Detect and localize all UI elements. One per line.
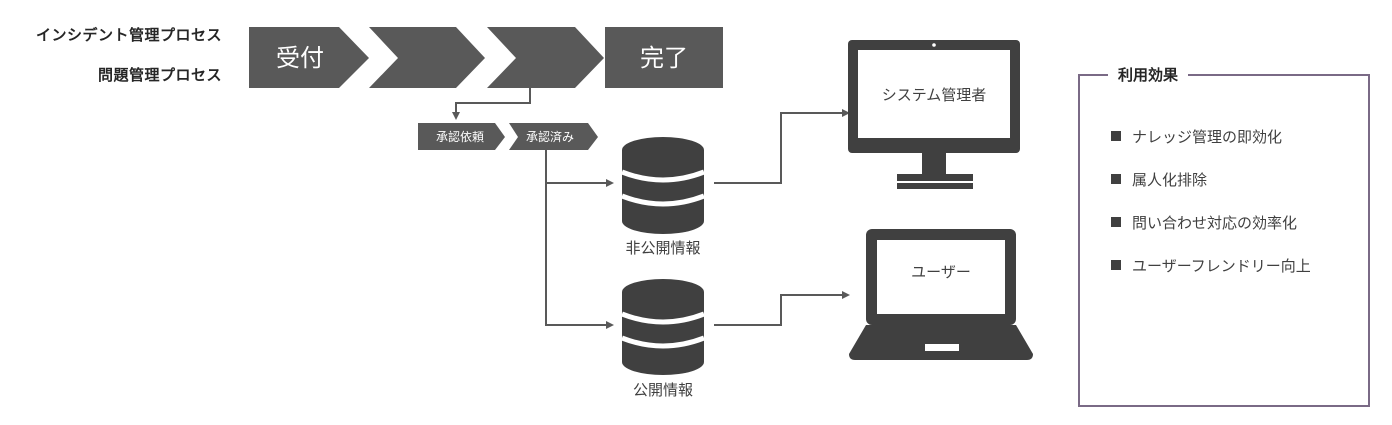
benefit-item: 属人化排除 — [1108, 169, 1311, 212]
benefit-item-label: ユーザーフレンドリー向上 — [1132, 257, 1311, 275]
benefit-item-label: ナレッジ管理の即効化 — [1132, 128, 1283, 146]
problem-process-label: 問題管理プロセス — [97, 66, 222, 84]
benefits-title: 利用効果 — [1108, 64, 1189, 85]
benefit-item: ユーザーフレンドリー向上 — [1108, 255, 1311, 298]
laptop-icon — [849, 229, 1033, 360]
benefit-item-label: 属人化排除 — [1132, 171, 1208, 189]
process-flow: 受付 完了 — [249, 27, 723, 88]
benefits-list: ナレッジ管理の即効化 属人化排除 問い合わせ対応の効率化 ユーザーフレンドリー向… — [1108, 126, 1311, 298]
approval-request-step — [418, 123, 505, 150]
square-bullet-icon — [1111, 174, 1121, 184]
flow-step-3 — [487, 27, 604, 88]
private-db-icon — [621, 137, 705, 234]
approval-done-label: 承認済み — [526, 129, 574, 144]
monitor-icon — [848, 40, 1020, 189]
approval-request-label: 承認依頼 — [436, 129, 484, 144]
flow-step-1 — [249, 27, 369, 88]
user-laptop-label: ユーザー — [911, 263, 971, 281]
square-bullet-icon — [1111, 131, 1121, 141]
approval-done-step — [509, 123, 598, 150]
square-bullet-icon — [1111, 217, 1121, 227]
admin-monitor-label: システム管理者 — [882, 86, 987, 104]
approval-connector — [452, 88, 531, 120]
approval-flow: 承認依頼 承認済み — [418, 123, 598, 150]
private-db-to-monitor-line — [714, 109, 850, 184]
incident-process-label: インシデント管理プロセス — [35, 26, 222, 44]
flow-step-1-label: 受付 — [276, 44, 324, 72]
db-branch-line — [545, 150, 614, 329]
public-db-label: 公開情報 — [633, 381, 693, 399]
public-db-to-laptop-line — [714, 291, 850, 326]
private-db-label: 非公開情報 — [625, 239, 700, 257]
benefit-item-label: 問い合わせ対応の効率化 — [1132, 214, 1298, 232]
flow-step-4-label: 完了 — [640, 44, 688, 72]
public-db-icon — [621, 279, 705, 375]
benefits-panel — [1078, 74, 1370, 407]
flow-step-2 — [369, 27, 485, 88]
benefit-item: ナレッジ管理の即効化 — [1108, 126, 1311, 169]
benefit-item: 問い合わせ対応の効率化 — [1108, 212, 1311, 255]
square-bullet-icon — [1111, 260, 1121, 270]
flow-step-4 — [605, 27, 723, 88]
